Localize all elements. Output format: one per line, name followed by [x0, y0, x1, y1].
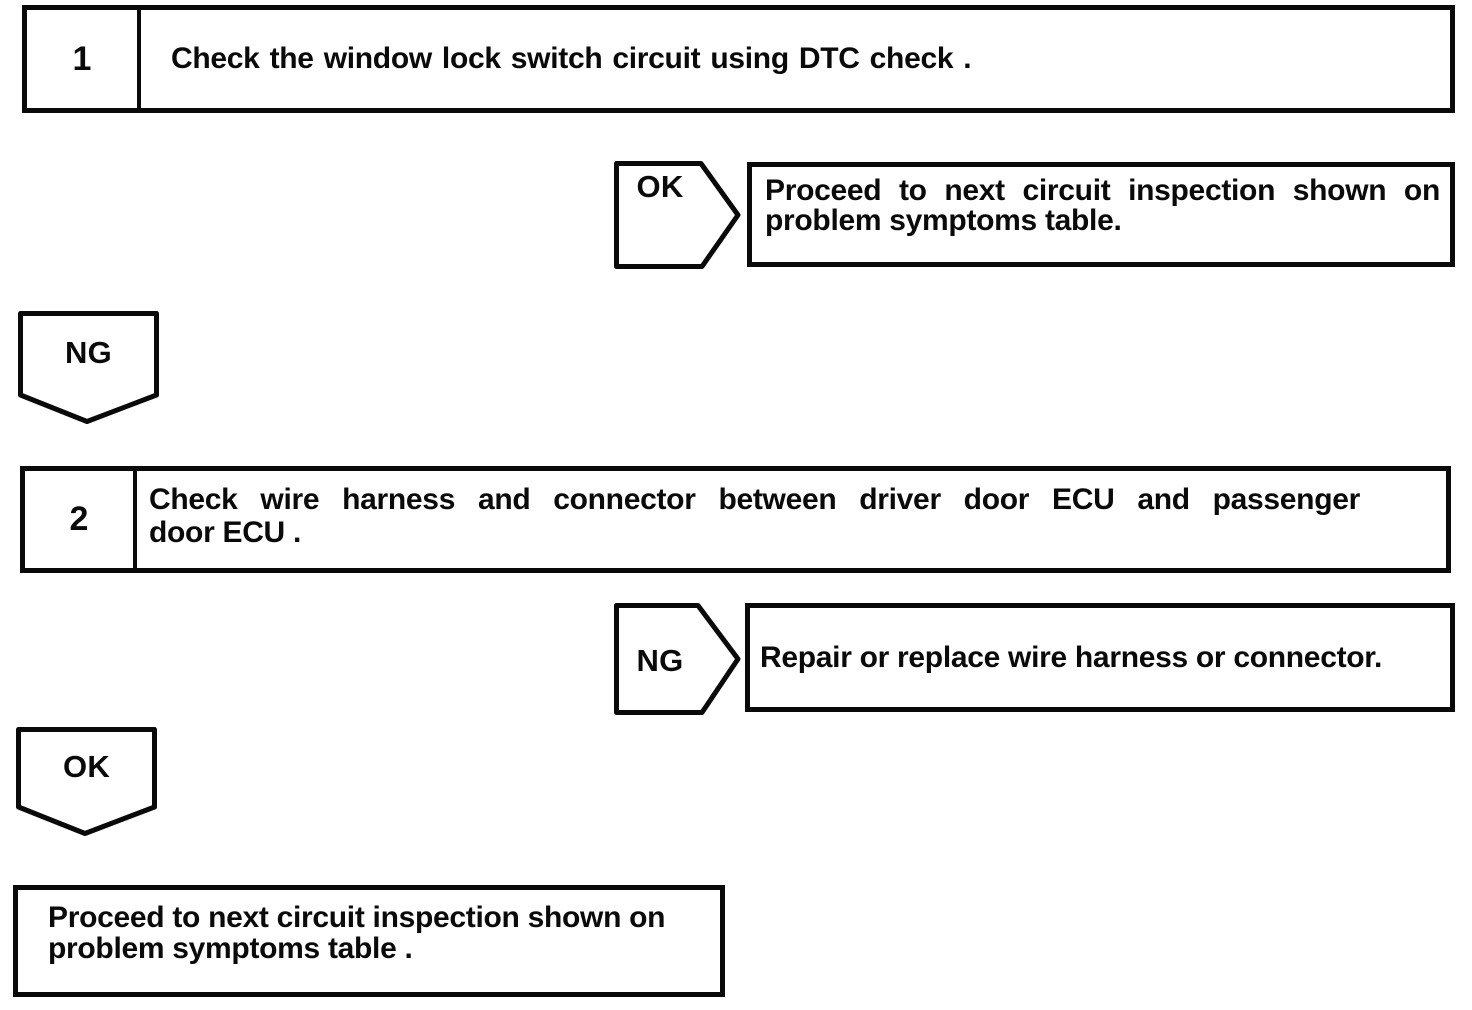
ng-arrow-right-pentagon-shape [614, 603, 741, 715]
ng-arrow-down-label: NG [64, 335, 113, 370]
proceed-box-top: Proceed to next circuit inspection shown… [747, 162, 1455, 267]
ok-arrow-down: OK [16, 727, 157, 836]
ng-arrow-down-pentagon-shape [18, 311, 159, 424]
proceed-top-line2: problem symptoms table. [765, 204, 1122, 237]
step-2-instruction-line2: door ECU . [149, 516, 301, 549]
step-2-number: 2 [25, 471, 137, 568]
proceed-box-bottom: Proceed to next circuit inspection shown… [13, 885, 725, 997]
ok-arrow-right: OK [614, 161, 742, 269]
ok-arrow-right-pentagon-shape [614, 161, 741, 269]
repair-box: Repair or replace wire harness or connec… [745, 603, 1455, 712]
proceed-top-line1: Proceed to next circuit inspection shown… [765, 174, 1440, 207]
step-1-instruction-text: Check the window lock switch circuit usi… [171, 42, 972, 75]
ok-arrow-down-pentagon-shape [16, 727, 157, 836]
step-2-instruction-line1: Check wire harness and connector between… [149, 483, 1360, 516]
step-1-instruction: Check the window lock switch circuit usi… [141, 10, 1450, 108]
proceed-bottom-line2: problem symptoms table . [48, 932, 413, 965]
step-1-box: 1 Check the window lock switch circuit u… [22, 5, 1455, 113]
ok-arrow-down-label: OK [62, 749, 111, 784]
repair-box-text: Repair or replace wire harness or connec… [760, 640, 1383, 674]
step-1-number: 1 [27, 10, 141, 108]
ng-arrow-right-label: NG [636, 643, 684, 678]
step-2-instruction: Check wire harness and connector between… [137, 471, 1446, 568]
ok-arrow-right-label: OK [636, 169, 684, 204]
ng-arrow-down: NG [18, 311, 159, 424]
step-2-box: 2 Check wire harness and connector betwe… [20, 466, 1451, 573]
ng-arrow-right: NG [614, 603, 742, 715]
proceed-bottom-line1: Proceed to next circuit inspection shown… [48, 901, 666, 934]
